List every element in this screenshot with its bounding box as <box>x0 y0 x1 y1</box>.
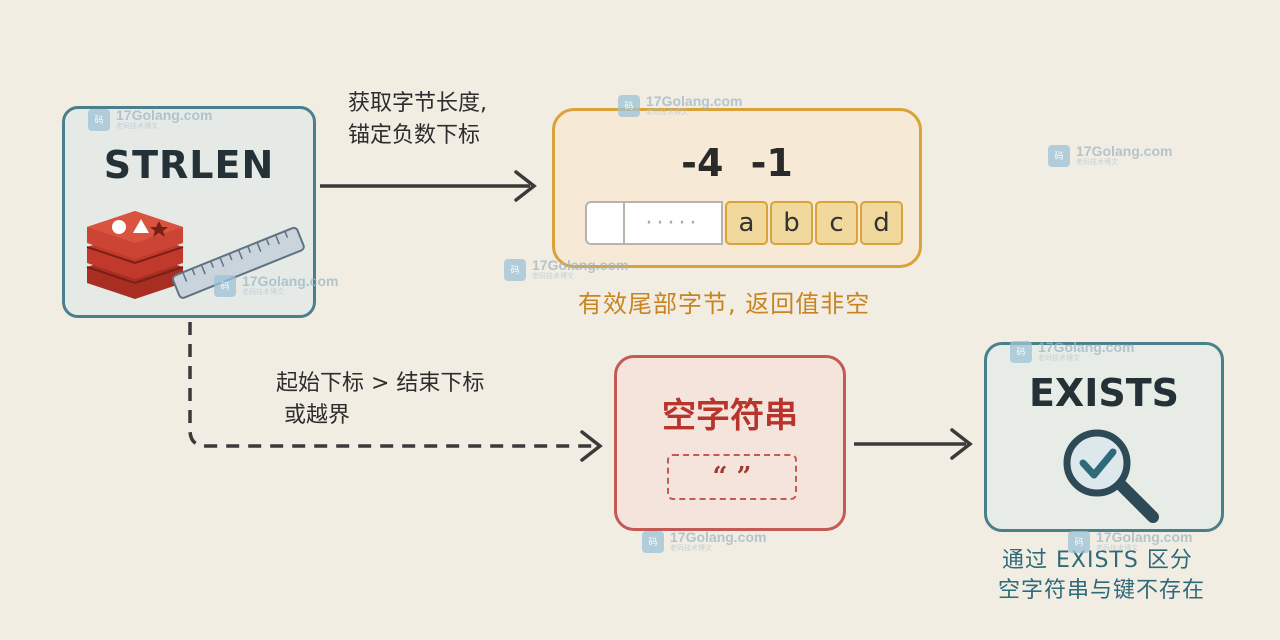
exists-caption-line1: 通过 EXISTS 区分 <box>1002 548 1193 573</box>
watermark-sub: 老码技术博文 <box>242 288 284 296</box>
redis-ruler-icon <box>86 211 305 299</box>
exists-title: EXISTS <box>1028 371 1180 415</box>
byte-cell-dots: ····· <box>625 201 723 245</box>
byte-cell: c <box>815 201 858 245</box>
watermark-logo-icon: 码 <box>642 530 664 553</box>
watermark-sub: 老码技术博文 <box>1096 544 1138 552</box>
arrow-top-label-line2: 锚定负数下标 <box>348 123 481 148</box>
watermark-sub: 老码技术博文 <box>1076 158 1118 166</box>
byte-cell: a <box>725 201 768 245</box>
watermark-logo-icon: 码 <box>1048 144 1070 167</box>
arrow-bottom-label: 起始下标 > 结束下标 或越界 <box>276 368 484 432</box>
exists-caption: 通过 EXISTS 区分 空字符串与键不存在 <box>998 546 1205 606</box>
watermark-sub: 老码技术博文 <box>532 272 574 280</box>
result-caption: 有效尾部字节, 返回值非空 <box>578 290 871 318</box>
watermark-text: 17Golang.com <box>670 529 767 545</box>
strlen-node: STRLEN <box>62 106 316 318</box>
empty-string-node: 空字符串 “ ” <box>614 355 846 531</box>
exists-node: EXISTS <box>984 342 1224 532</box>
watermark-text: 17Golang.com <box>1038 339 1135 355</box>
negative-indices: -4 -1 <box>681 141 793 185</box>
arrow-bottom-label-line1: 起始下标 > 结束下标 <box>276 371 485 396</box>
empty-string-title: 空字符串 <box>662 396 798 436</box>
arrow-top-label-line1: 获取字节长度, <box>348 91 487 116</box>
watermark-text: 17Golang.com <box>116 107 213 123</box>
byte-cell: b <box>770 201 813 245</box>
redis-stack-icon <box>86 211 184 299</box>
result-node: -4 -1 ····· a b c d <box>552 108 922 268</box>
empty-string-value: “ ” <box>667 454 797 500</box>
watermark-logo-icon: 码 <box>88 108 110 131</box>
watermark-text: 17Golang.com <box>532 257 629 273</box>
arrow-top-label: 获取字节长度, 锚定负数下标 <box>348 88 487 152</box>
watermark-logo-icon: 码 <box>1068 530 1090 553</box>
strlen-title: STRLEN <box>103 143 275 187</box>
watermark-sub: 老码技术博文 <box>116 122 158 130</box>
watermark-text: 17Golang.com <box>646 93 743 109</box>
byte-cell: d <box>860 201 903 245</box>
watermark-logo-icon: 码 <box>618 94 640 117</box>
exists-caption-line2: 空字符串与键不存在 <box>998 578 1206 603</box>
byte-cell-empty <box>585 201 625 245</box>
watermark-logo-icon: 码 <box>504 258 526 281</box>
watermark-text: 17Golang.com <box>242 273 339 289</box>
arrowhead-exists <box>950 428 973 460</box>
watermark-logo-icon: 码 <box>1010 340 1032 363</box>
arrowhead-empty <box>580 430 603 462</box>
watermark-sub: 老码技术博文 <box>646 108 688 116</box>
arrowhead-result <box>514 170 537 202</box>
watermark-text: 17Golang.com <box>1076 143 1173 159</box>
watermark-sub: 老码技术博文 <box>1038 354 1080 362</box>
ruler-icon <box>171 226 305 299</box>
watermark-text: 17Golang.com <box>1096 529 1193 545</box>
arrow-bottom-label-line2: 或越界 <box>284 403 351 428</box>
magnifier-check-icon <box>1063 429 1159 523</box>
watermark-sub: 老码技术博文 <box>670 544 712 552</box>
watermark-logo-icon: 码 <box>214 274 236 297</box>
byte-cells: ····· a b c d <box>585 201 903 245</box>
arrow-strlen-to-empty <box>188 322 596 448</box>
